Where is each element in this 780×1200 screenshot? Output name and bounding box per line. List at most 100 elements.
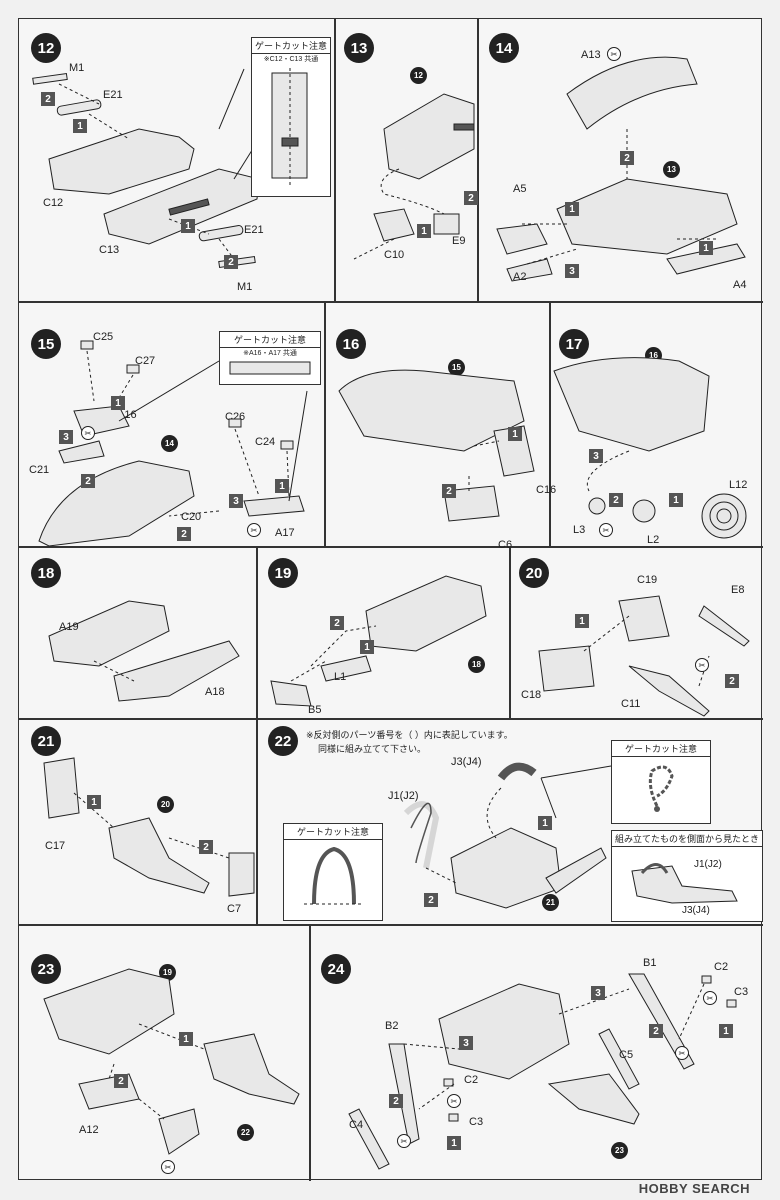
ref-marker: 22: [237, 1124, 254, 1141]
step-number: 23: [31, 954, 61, 984]
gate-cut-note: ゲートカット注意 ※A16・A17 共通: [219, 331, 321, 385]
note-title: ゲートカット注意: [612, 741, 710, 757]
divider: [549, 301, 551, 546]
order-marker: 1: [565, 202, 579, 216]
step-23-panel: 23 19 22 1 2 A12 ✂: [19, 924, 309, 1181]
order-marker: 1: [275, 479, 289, 493]
step-number: 22: [268, 726, 298, 756]
divider: [477, 19, 479, 301]
order-marker: 3: [591, 986, 605, 1000]
divider: [509, 546, 511, 718]
part-label: M1: [237, 281, 253, 293]
step-number: 16: [336, 329, 366, 359]
part-label: E8: [731, 584, 745, 596]
part-label: A5: [513, 183, 527, 195]
instruction-sheet: 1 2 M1 E21 C12 C13 E21 M1 2 1 1 2 ゲートカット注…: [18, 18, 763, 1181]
part-label: J1(J2): [388, 790, 419, 802]
part-label: C13: [99, 244, 120, 256]
part-label: M1: [69, 62, 85, 74]
order-marker: 1: [719, 1024, 733, 1038]
note-title: ゲートカット注意: [284, 824, 382, 840]
order-marker: 1: [538, 816, 552, 830]
gate-icon: ✂: [703, 991, 717, 1005]
ref-marker: 18: [468, 656, 485, 673]
gate-cut-note: ゲートカット注意 ※C12・C13 共通: [251, 37, 331, 197]
gate-cut-note: ゲートカット注意: [611, 740, 711, 824]
ref-marker: 14: [161, 435, 178, 452]
part-label: E21: [244, 224, 264, 236]
step-14-diagram: [496, 56, 746, 282]
part-label: C18: [521, 689, 542, 701]
gate-icon: ✂: [695, 658, 709, 672]
step-19-panel: 19 18 2 1 L1 B5: [256, 546, 509, 718]
note-title: 組み立てたものを側面から見たとき: [612, 831, 762, 847]
part-label: C5: [619, 1049, 634, 1061]
part-label: C4: [349, 1119, 364, 1131]
order-marker: 1: [181, 219, 195, 233]
note-subtitle: ※C12・C13 共通: [263, 56, 319, 63]
part-label: C11: [621, 698, 641, 710]
side-view-note: 組み立てたものを側面から見たとき J1(J2) J3(J4): [611, 830, 763, 922]
part-label: A17: [275, 527, 295, 539]
part-label: B2: [385, 1020, 399, 1032]
step-number: 18: [31, 558, 61, 588]
order-marker: 1: [111, 396, 125, 410]
order-marker: 3: [59, 430, 73, 444]
part-label: C2: [714, 961, 729, 973]
order-marker: 3: [229, 494, 243, 508]
part-label: B5: [308, 704, 322, 716]
part-label: J1(J2): [694, 859, 722, 870]
step-15-panel: 15 C25 C27 A16 C21 C26 C24 C20 A17 14 1 …: [19, 301, 324, 547]
step-number: 17: [559, 329, 589, 359]
part-label: A19: [59, 621, 79, 633]
ref-marker: 21: [542, 894, 559, 911]
part-label: C16: [536, 484, 557, 496]
step-number: 24: [321, 954, 351, 984]
divider: [324, 301, 326, 546]
part-label: J3(J4): [451, 756, 482, 768]
order-marker: 1: [447, 1136, 461, 1150]
step-21-diagram: [43, 757, 255, 897]
divider: [19, 546, 763, 548]
step-17-panel: 17 16 3 2 1 L12 L3 ✂ L2: [549, 301, 763, 546]
step-number: 14: [489, 33, 519, 63]
step-21-panel: 21 20 1 2 C17 C7: [19, 718, 256, 924]
order-marker: 2: [330, 616, 344, 630]
instruction-note: 同様に組み立てて下さい。: [318, 744, 427, 754]
order-marker: 1: [179, 1032, 193, 1046]
part-label: C20: [181, 511, 202, 523]
step-12-diagram: [32, 68, 260, 269]
step-13-diagram: [353, 93, 475, 260]
order-marker: 1: [699, 241, 713, 255]
divider: [19, 924, 763, 926]
gate-icon: ✂: [447, 1094, 461, 1108]
divider: [256, 718, 258, 924]
part-label: E21: [103, 89, 123, 101]
order-marker: 2: [442, 484, 456, 498]
gate-icon: ✂: [675, 1046, 689, 1060]
ref-marker: 13: [663, 161, 680, 178]
part-label: C27: [135, 355, 156, 367]
part-label: A2: [513, 271, 527, 283]
part-label: C3: [469, 1116, 484, 1128]
note-subtitle: ※A16・A17 共通: [243, 350, 297, 357]
part-label: C12: [43, 197, 64, 209]
part-label: L12: [729, 479, 748, 491]
gate-cut-note: ゲートカット注意: [283, 823, 383, 921]
part-label: L2: [647, 534, 660, 546]
order-marker: 1: [73, 119, 87, 133]
part-label: L3: [573, 524, 586, 536]
ref-marker: 19: [159, 964, 176, 981]
gate-icon: ✂: [397, 1134, 411, 1148]
step-number: 19: [268, 558, 298, 588]
order-marker: 2: [81, 474, 95, 488]
divider: [334, 19, 336, 301]
part-label: C24: [255, 436, 276, 448]
instruction-note: ※反対側のパーツ番号を（ ）内に表記しています。: [306, 730, 513, 740]
divider: [19, 301, 763, 303]
part-label: E9: [452, 235, 466, 247]
order-marker: 2: [114, 1074, 128, 1088]
ref-marker: 20: [157, 796, 174, 813]
order-marker: 2: [199, 840, 213, 854]
step-14-panel: 14 A13 ✂ 13 2 1 3 1 A5 A2 A4: [477, 19, 763, 301]
